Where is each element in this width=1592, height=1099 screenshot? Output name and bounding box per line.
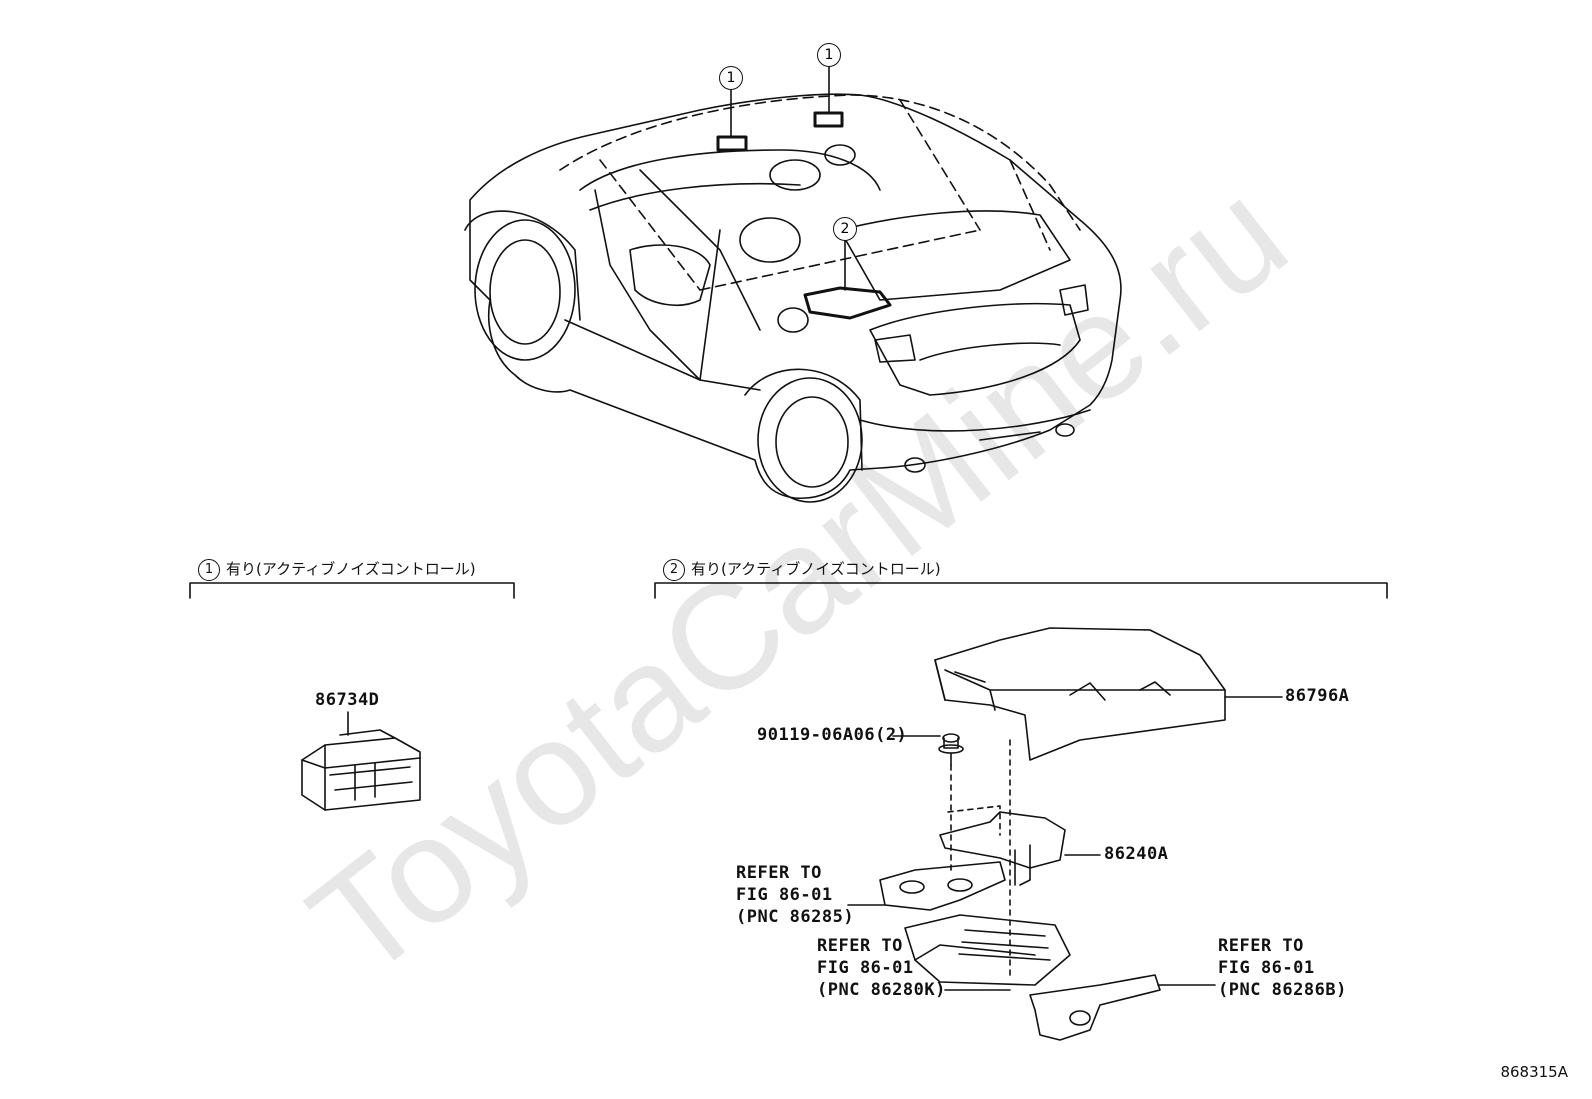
section-1-header: 1 有り(アクティブノイズコントロール) <box>198 558 476 581</box>
highlight-amplifier-area <box>803 286 892 320</box>
refer-86286b-line1: REFER TO <box>1218 936 1304 956</box>
refer-86280k-line2: FIG 86-01 <box>817 958 914 978</box>
refer-86280k-line3: (PNC 86280K) <box>817 980 946 1000</box>
refer-label-86286b[interactable]: REFER TO FIG 86-01 (PNC 86286B) <box>1218 935 1347 1001</box>
section-1-number: 1 <box>198 558 220 581</box>
section-2-bracket <box>654 582 1388 599</box>
section-2-header: 2 有り(アクティブノイズコントロール) <box>663 558 941 581</box>
part-label-86240a[interactable]: 86240A <box>1104 844 1169 864</box>
refer-86286b-line3: (PNC 86286B) <box>1218 980 1347 1000</box>
part-86240a-illustration <box>939 811 1101 886</box>
callout-1b: 1 <box>817 43 841 67</box>
section-1-text: 有り(アクティブノイズコントロール) <box>226 560 476 578</box>
section-2-text: 有り(アクティブノイズコントロール) <box>691 560 941 578</box>
refer-86286b-line2: FIG 86-01 <box>1218 958 1315 978</box>
section-2-number: 2 <box>663 558 685 581</box>
bolt-90119-illustration <box>892 733 1011 981</box>
ref-86286b-bracket <box>1029 974 1216 1041</box>
callout-1a: 1 <box>719 66 743 90</box>
callout-2: 2 <box>833 217 857 241</box>
highlight-microphone-2 <box>813 111 844 128</box>
section-1-bracket <box>189 582 515 599</box>
refer-86285-line1: REFER TO <box>736 863 822 883</box>
vehicle-illustration <box>464 66 1122 503</box>
part-label-86796a[interactable]: 86796A <box>1285 686 1350 706</box>
part-label-86734d[interactable]: 86734D <box>315 690 380 710</box>
part-86734d-illustration <box>301 711 421 811</box>
figure-number: 868315A <box>1500 1063 1568 1081</box>
refer-86285-line3: (PNC 86285) <box>736 907 855 927</box>
ref-86280k-amplifier <box>904 914 1071 991</box>
highlight-microphone-1 <box>716 135 748 152</box>
part-86796a-illustration <box>934 627 1283 761</box>
ref-86285-bracket <box>847 861 1006 911</box>
part-label-90119[interactable]: 90119-06A06(2) <box>757 725 908 745</box>
refer-86285-line2: FIG 86-01 <box>736 885 833 905</box>
refer-86280k-line1: REFER TO <box>817 936 903 956</box>
refer-label-86285[interactable]: REFER TO FIG 86-01 (PNC 86285) <box>736 862 854 928</box>
refer-label-86280k[interactable]: REFER TO FIG 86-01 (PNC 86280K) <box>817 935 946 1001</box>
